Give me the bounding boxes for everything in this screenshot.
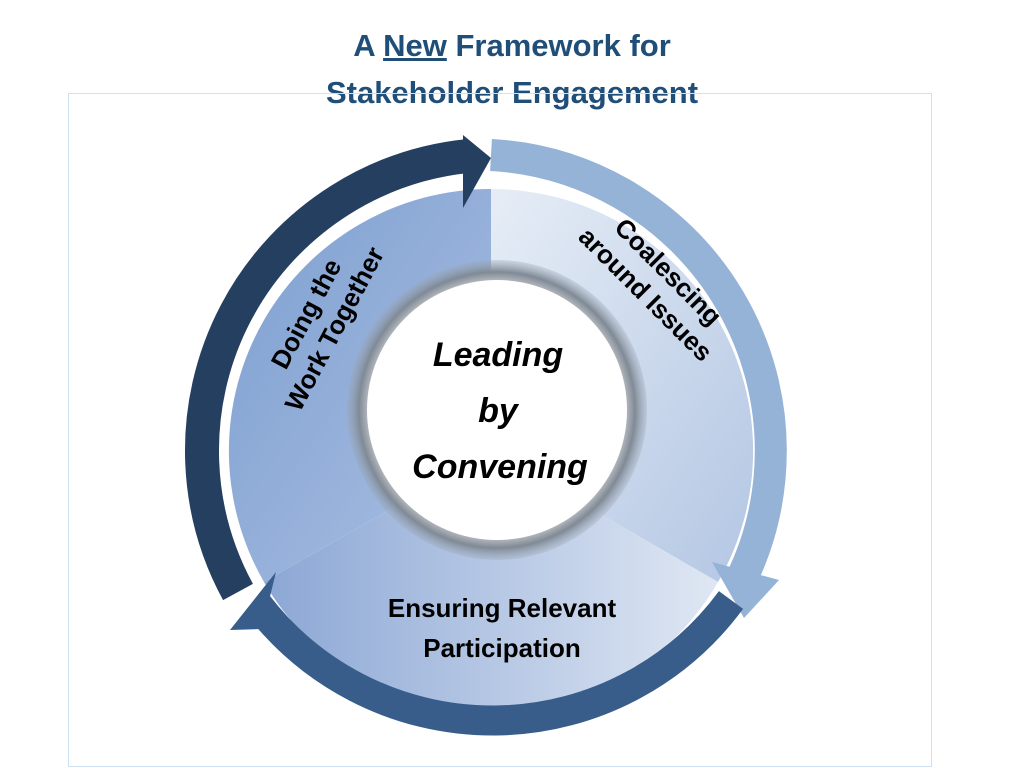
center-line-2: by bbox=[478, 392, 520, 430]
center-disc bbox=[367, 280, 627, 540]
arrow-head-bottom bbox=[230, 572, 276, 630]
title-suffix: Framework for bbox=[455, 28, 671, 63]
diagram-frame bbox=[68, 93, 932, 767]
arrow-arc-top-right bbox=[490, 139, 787, 587]
arrow-arc-bottom bbox=[246, 591, 744, 736]
center-line-1: Leading bbox=[433, 336, 564, 374]
title-line-2: Stakeholder Engagement bbox=[325, 75, 699, 110]
center-line-3: Convening bbox=[412, 448, 588, 486]
label-bottom-line-2: Participation bbox=[423, 633, 580, 663]
title-line-1: A New Framework for bbox=[0, 22, 1024, 69]
diagram-title: A New Framework for Stakeholder Engageme… bbox=[0, 22, 1024, 116]
title-prefix: A bbox=[353, 28, 375, 63]
arrow-head-top-left bbox=[463, 135, 491, 208]
arrow-arc-top-left bbox=[185, 139, 470, 601]
arrow-head-top-right bbox=[712, 562, 779, 618]
label-bottom-line-1: Ensuring Relevant bbox=[388, 593, 617, 623]
segment-bottom-fill bbox=[264, 451, 718, 714]
title-emphasis: New bbox=[383, 28, 447, 63]
